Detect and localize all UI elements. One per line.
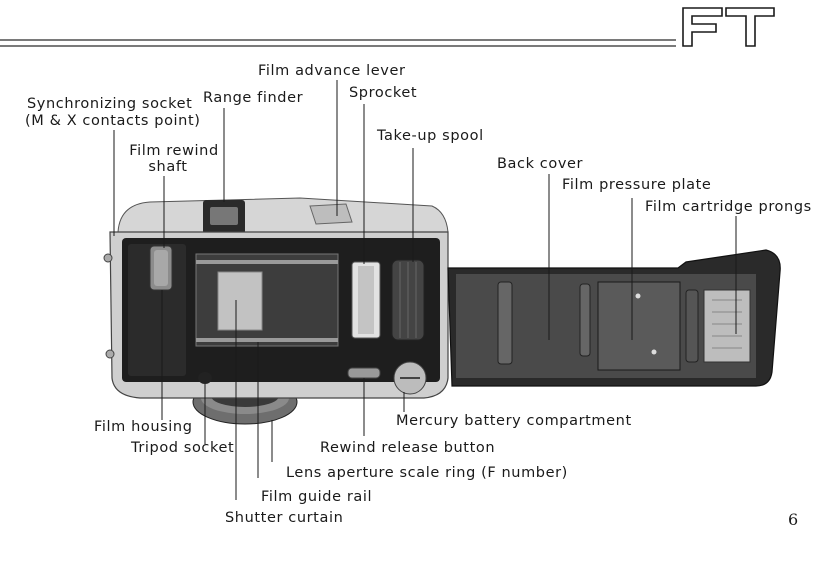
camera-illustration: [103, 197, 781, 425]
label-range-finder: Range finder: [203, 90, 304, 106]
rewind-release-button-shape: [347, 367, 381, 379]
label-tripod-socket: Tripod socket: [131, 440, 235, 456]
top-plate: [117, 197, 449, 233]
film-gate: [195, 253, 339, 347]
page-number: 6: [788, 510, 799, 529]
label-film-guide-rail: Film guide rail: [261, 489, 373, 505]
label-film-rewind-line1: Film rewind: [129, 143, 219, 159]
label-take-up-spool: Take-up spool: [377, 128, 484, 144]
label-film-pressure-plate: Film pressure plate: [562, 177, 712, 193]
label-film-cartridge-prongs: Film cartridge prongs: [645, 199, 812, 215]
label-film-housing: Film housing: [94, 419, 193, 435]
ft-logo: [682, 7, 775, 47]
label-back-cover: Back cover: [497, 156, 584, 172]
label-sprocket: Sprocket: [349, 85, 418, 101]
label-rewind-release: Rewind release button: [320, 440, 496, 456]
leader-lines: [113, 80, 737, 500]
cartridge-prongs-shape: [703, 289, 751, 363]
label-mercury-battery: Mercury battery compartment: [396, 413, 632, 429]
tripod-socket-hole: [198, 372, 212, 384]
label-sync-socket-line1: Synchronizing socket: [27, 96, 193, 112]
label-shutter-curtain: Shutter curtain: [225, 510, 344, 526]
shutter-curtain-window: [217, 271, 263, 331]
label-lens-aperture: Lens aperture scale ring (F number): [286, 465, 568, 481]
label-film-advance-lever: Film advance lever: [258, 63, 406, 79]
label-film-rewind-line2: shaft: [148, 159, 188, 175]
label-sync-socket-line2: (M & X contacts point): [25, 113, 201, 129]
